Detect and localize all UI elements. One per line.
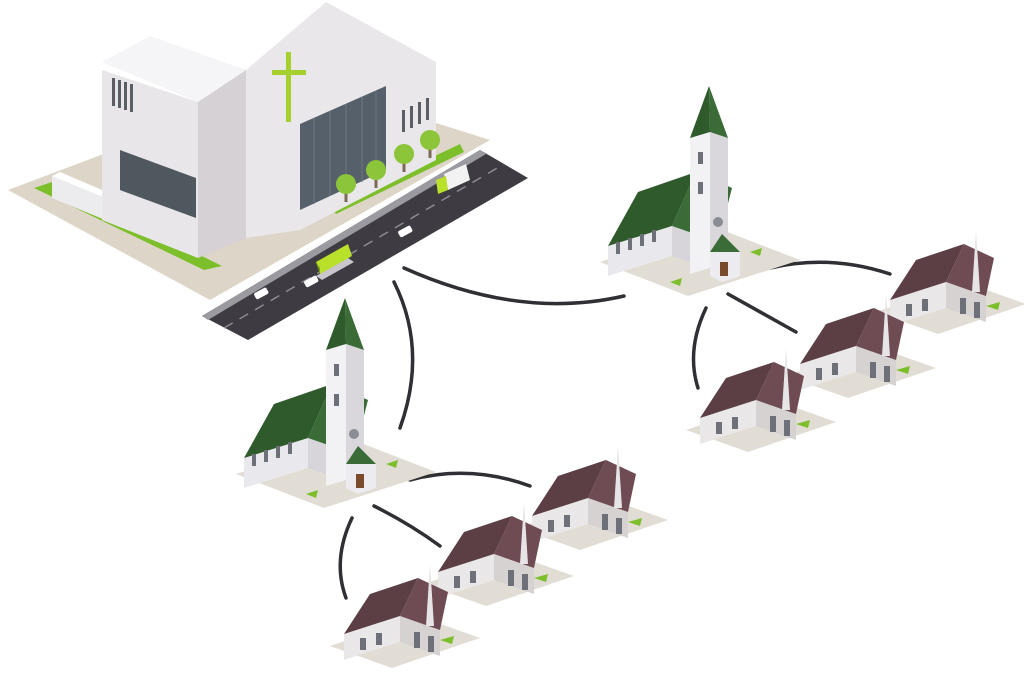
connector-left-to-chapel-c bbox=[338, 516, 354, 600]
connector-right-to-chapel-c bbox=[691, 306, 708, 390]
connector-right-to-chapel-b bbox=[726, 292, 798, 334]
connector-left-to-chapel-a bbox=[408, 471, 532, 488]
car-icon bbox=[304, 275, 319, 288]
connector-lines bbox=[338, 260, 892, 600]
connector-left-to-chapel-b bbox=[372, 504, 442, 548]
connector-hub-to-regional-right bbox=[402, 266, 626, 306]
bus-icon bbox=[316, 244, 352, 274]
chapel-icon bbox=[876, 230, 1024, 334]
connector-hub-to-regional-left bbox=[392, 280, 415, 430]
cross-icon bbox=[286, 52, 291, 122]
church-icon bbox=[600, 86, 800, 296]
cathedral-icon bbox=[8, 2, 528, 340]
car-icon bbox=[254, 287, 269, 300]
connector-right-to-chapel-a bbox=[768, 260, 892, 276]
car-icon bbox=[398, 225, 413, 238]
truck-icon bbox=[436, 164, 470, 194]
